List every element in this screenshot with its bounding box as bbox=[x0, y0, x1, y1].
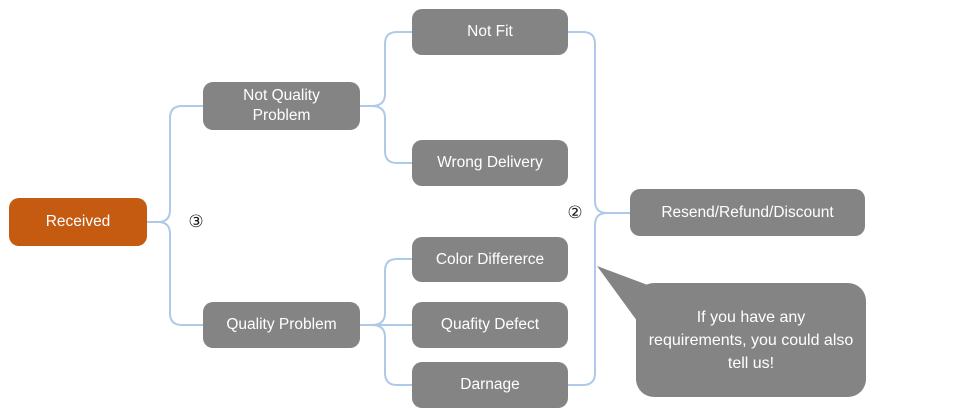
branch-marker-circled-2: ② bbox=[567, 203, 583, 222]
connector-quality-to-damage bbox=[359, 324, 413, 386]
connector-received-to-not-quality bbox=[146, 105, 204, 223]
node-received: Received bbox=[9, 198, 147, 246]
node-quality-defect: Quafity Defect bbox=[412, 302, 568, 348]
connector-not-quality-to-not-fit bbox=[359, 31, 413, 107]
node-not-quality-problem: Not Quality Problem bbox=[203, 82, 360, 130]
connector-not-fit-to-outcome bbox=[567, 31, 631, 214]
connector-received-to-quality bbox=[146, 221, 204, 326]
callout-bubble: If you have any requirements, you could … bbox=[636, 283, 866, 397]
connector-not-quality-to-wrong-delivery bbox=[359, 105, 413, 164]
node-outcome-resend-refund-discount: Resend/Refund/Discount bbox=[630, 189, 865, 236]
connector-damage-to-outcome bbox=[567, 212, 631, 386]
node-quality-problem: Quality Problem bbox=[203, 302, 360, 348]
node-damage: Darnage bbox=[412, 362, 568, 408]
node-wrong-delivery: Wrong Delivery bbox=[412, 140, 568, 186]
node-color-difference: Color Differerce bbox=[412, 237, 568, 282]
node-not-fit: Not Fit bbox=[412, 9, 568, 55]
connector-quality-to-color-difference bbox=[359, 258, 413, 326]
branch-marker-circled-3: ③ bbox=[188, 212, 204, 231]
